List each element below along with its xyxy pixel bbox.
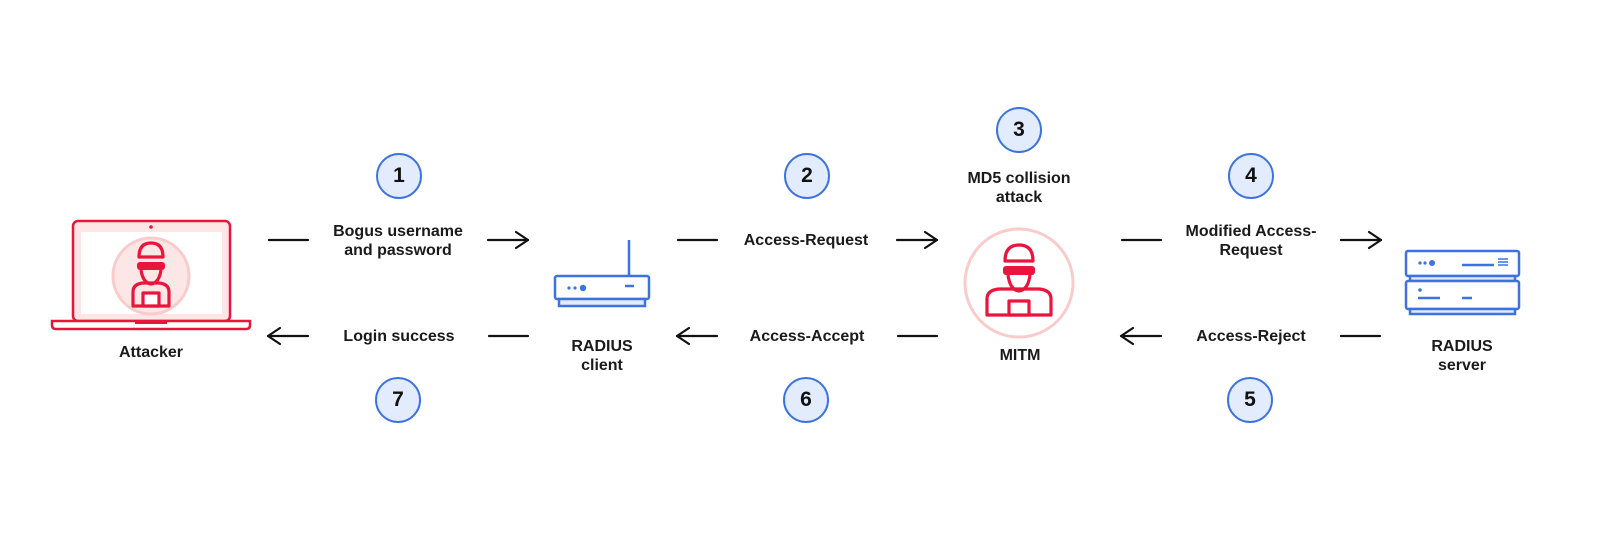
attacker-laptop-icon — [50, 219, 252, 331]
arrow-7-left — [266, 326, 530, 346]
message-label-3: MD5 collision attack — [967, 170, 1071, 206]
arrow-1-right — [267, 230, 530, 250]
message-label-1: Bogus username and password — [333, 223, 463, 259]
hacker-icon — [131, 241, 171, 308]
step-badge-5: 5 — [1227, 377, 1273, 423]
flow-arrows — [266, 230, 1383, 346]
step-badge-6: 6 — [783, 377, 829, 423]
step-badge-4: 4 — [1228, 153, 1274, 199]
message-label-2: Access-Request — [743, 232, 869, 249]
message-label-4: Modified Access- Request — [1185, 223, 1317, 259]
step-badge-3: 3 — [996, 107, 1042, 153]
hacker-icon — [985, 243, 1053, 317]
node-label-radius-server: RADIUS server — [1431, 338, 1493, 374]
node-label-radius-client: RADIUS client — [571, 338, 633, 374]
message-label-5: Access-Reject — [1196, 328, 1306, 345]
router-icon — [553, 240, 651, 308]
step-badge-2: 2 — [784, 153, 830, 199]
node-label-mitm: MITM — [999, 347, 1041, 364]
step-badge-1: 1 — [376, 153, 422, 199]
node-label-attacker: Attacker — [118, 344, 184, 361]
arrow-4-right — [1120, 230, 1383, 250]
arrow-2-right — [676, 230, 939, 250]
step-badge-7: 7 — [375, 377, 421, 423]
mitm-icon — [963, 227, 1075, 339]
message-label-7: Login success — [343, 328, 455, 345]
message-label-6: Access-Accept — [749, 328, 865, 345]
server-icon — [1404, 249, 1521, 316]
arrow-6-left — [675, 326, 939, 346]
arrow-5-left — [1119, 326, 1382, 346]
